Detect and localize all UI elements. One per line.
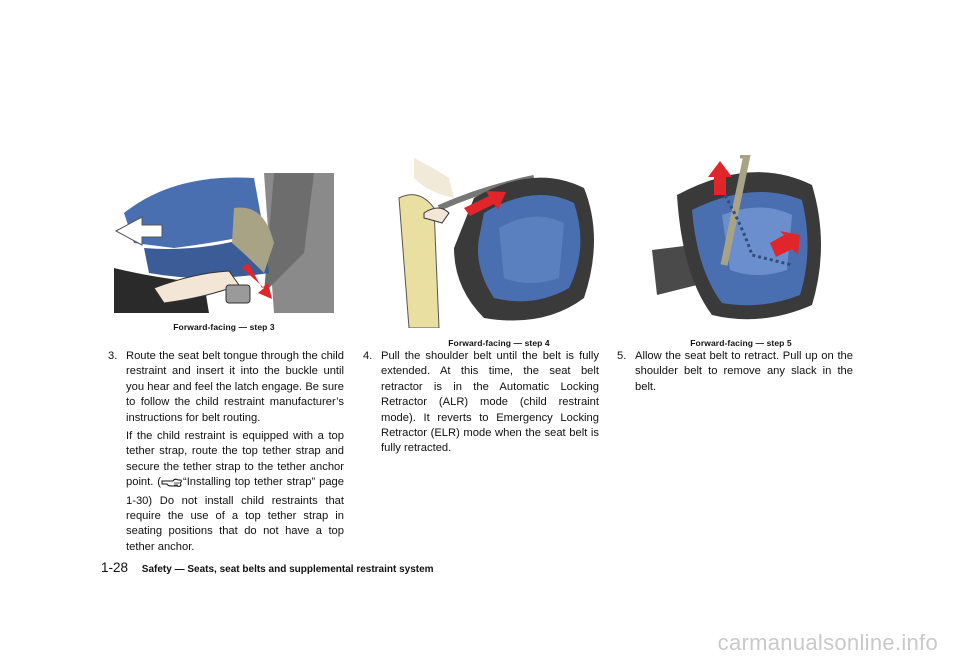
- step-5: 5. Allow the seat belt to retract. Pull …: [617, 349, 853, 395]
- step-number: 4.: [363, 350, 373, 362]
- step-text: Allow the seat belt to retract. Pull up …: [635, 350, 853, 393]
- page-reference-icon: [161, 476, 183, 493]
- seat-belt-buckle-illustration: [114, 173, 334, 313]
- step-3: 3. Route the seat belt tongue through th…: [108, 349, 344, 426]
- figure-caption-step-4: Forward-facing — step 4: [448, 338, 550, 348]
- figure-caption-step-5: Forward-facing — step 5: [690, 338, 792, 348]
- tether-note-text-before: If the child restraint is equipped with …: [126, 430, 344, 489]
- figure-step-4: [394, 158, 604, 328]
- tether-note-text-after: “Installing top tether strap” page 1-30)…: [126, 476, 344, 553]
- figure-step-5: [652, 155, 830, 327]
- step-number: 3.: [108, 350, 118, 362]
- figure-step-3: [114, 173, 334, 313]
- column-step-4: 4. Pull the shoulder belt until the belt…: [363, 349, 599, 457]
- column-step-5: 5. Allow the seat belt to retract. Pull …: [617, 349, 853, 395]
- belt-retract-illustration: [652, 155, 830, 327]
- page-number: 1-28: [101, 560, 129, 575]
- step-text: Pull the shoulder belt until the belt is…: [381, 350, 599, 455]
- page-footer: 1-28 Safety — Seats, seat belts and supp…: [101, 560, 434, 575]
- watermark: carmanualsonline.info: [717, 630, 938, 655]
- step-3-tether-note: If the child restraint is equipped with …: [108, 429, 344, 555]
- figure-caption-step-3: Forward-facing — step 3: [173, 322, 275, 332]
- step-number: 5.: [617, 350, 627, 362]
- shoulder-belt-pull-illustration: [394, 158, 604, 328]
- section-title: Safety — Seats, seat belts and supplemen…: [141, 564, 434, 575]
- step-text: Route the seat belt tongue through the c…: [126, 350, 344, 424]
- step-4: 4. Pull the shoulder belt until the belt…: [363, 349, 599, 457]
- column-step-3: 3. Route the seat belt tongue through th…: [108, 349, 344, 555]
